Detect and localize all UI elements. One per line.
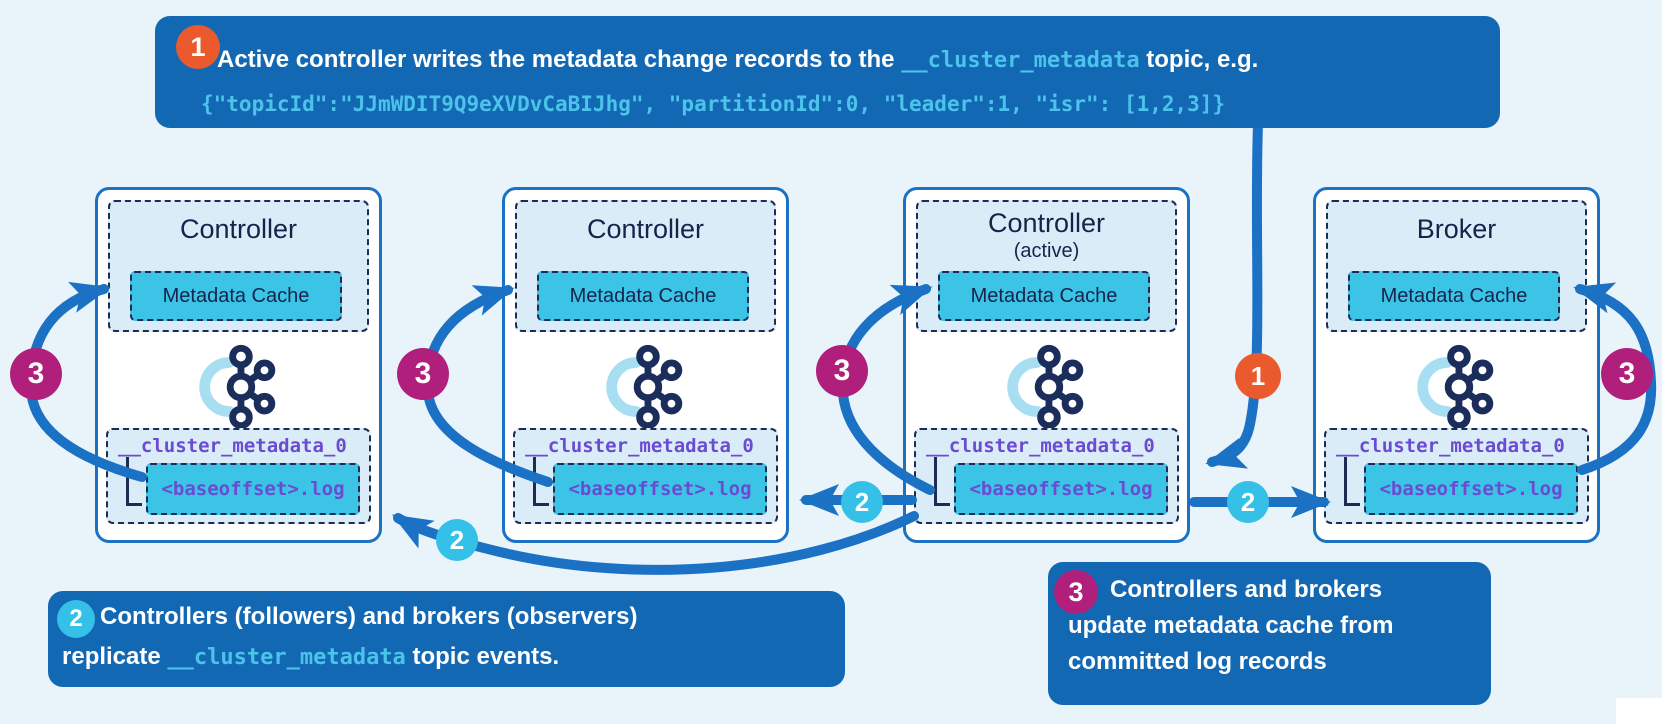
kafka-icon — [198, 344, 275, 430]
node-title: Controller — [179, 214, 298, 244]
topic-partition-label: __cluster_metadata_0 — [926, 435, 1155, 457]
flow-badge-3-controller1: 3 — [10, 348, 62, 400]
flow-badge-3-active: 3 — [816, 345, 868, 397]
flow-badge-1: 1 — [1235, 353, 1281, 399]
log-segment-box: __cluster_metadata_0 <baseoffset>.log — [513, 428, 778, 524]
step1-banner: 1 Active controller writes the metadata … — [155, 16, 1500, 128]
step2-line2-before: replicate — [62, 643, 168, 670]
log-segment-box: __cluster_metadata_0 <baseoffset>.log — [1324, 428, 1589, 524]
step2-callout: 2 Controllers (followers) and brokers (o… — [48, 591, 845, 687]
kafka-icon — [1416, 344, 1493, 430]
step3-badge: 3 — [1054, 570, 1098, 614]
step1-topic-code: __cluster_metadata — [901, 48, 1140, 73]
step2-line2: replicate __cluster_metadata topic event… — [62, 643, 559, 671]
broker-header: Broker Metadata Cache — [1326, 200, 1587, 332]
topic-partition-label: __cluster_metadata_0 — [1336, 435, 1565, 457]
topic-partition-label: __cluster_metadata_0 — [118, 435, 347, 457]
step3-callout: 3 Controllers and brokers update metadat… — [1048, 562, 1491, 705]
step1-record-json: {"topicId":"JJmWDIT9Q9eXVDvCaBIJhg", "pa… — [201, 92, 1226, 116]
log-file-box: <baseoffset>.log — [146, 463, 360, 515]
tree-connector — [934, 457, 950, 506]
step2-line2-after: topic events. — [405, 643, 560, 670]
flow-badge-3-broker: 3 — [1601, 348, 1653, 400]
node-controller-1: Controller Metadata Cache __cluster_meta… — [95, 187, 382, 543]
metadata-cache-box: Metadata Cache — [130, 271, 342, 321]
log-segment-box: __cluster_metadata_0 <baseoffset>.log — [106, 428, 371, 524]
kafka-icon — [1006, 344, 1083, 430]
flow-badge-2-mid: 2 — [841, 481, 883, 523]
corner-artifact — [1616, 698, 1662, 724]
tree-connector — [126, 457, 142, 506]
node-title: Controller — [987, 208, 1106, 238]
controller-1-header: Controller Metadata Cache — [108, 200, 369, 332]
flow-badge-3-controller2: 3 — [397, 348, 449, 400]
step1-text-before: Active controller writes the metadata ch… — [217, 46, 902, 73]
log-file-box: <baseoffset>.log — [1364, 463, 1578, 515]
log-segment-box: __cluster_metadata_0 <baseoffset>.log — [914, 428, 1179, 524]
step2-line1: Controllers (followers) and brokers (obs… — [100, 603, 638, 630]
node-broker: Broker Metadata Cache __cluster_metadata… — [1313, 187, 1600, 543]
flow-badge-2-long: 2 — [436, 519, 478, 561]
metadata-cache-box: Metadata Cache — [938, 271, 1150, 321]
controller-2-header: Controller Metadata Cache — [515, 200, 776, 332]
topic-partition-label: __cluster_metadata_0 — [525, 435, 754, 457]
kafka-icon — [605, 344, 682, 430]
tree-connector — [1344, 457, 1360, 506]
step1-text-after: topic, e.g. — [1139, 46, 1259, 73]
node-title: Broker — [1416, 214, 1497, 244]
step3-line1: Controllers and brokers — [1110, 576, 1383, 603]
arrow-write-metadata — [1205, 119, 1263, 469]
step1-text: Active controller writes the metadata ch… — [217, 46, 1258, 74]
node-subtitle: (active) — [1013, 240, 1080, 262]
tree-connector — [533, 457, 549, 506]
step2-topic-code: __cluster_metadata — [167, 645, 406, 670]
step3-line3: committed log records — [1068, 648, 1327, 675]
log-file-box: <baseoffset>.log — [553, 463, 767, 515]
step3-line2: update metadata cache from — [1068, 612, 1394, 639]
flow-badge-2-broker: 2 — [1227, 481, 1269, 523]
node-controller-active: Controller (active) Metadata Cache __clu… — [903, 187, 1190, 543]
log-file-box: <baseoffset>.log — [954, 463, 1168, 515]
node-controller-2: Controller Metadata Cache __cluster_meta… — [502, 187, 789, 543]
metadata-cache-box: Metadata Cache — [1348, 271, 1560, 321]
controller-active-header: Controller (active) Metadata Cache — [916, 200, 1177, 332]
node-title: Controller — [586, 214, 705, 244]
metadata-cache-box: Metadata Cache — [537, 271, 749, 321]
step2-badge: 2 — [57, 600, 95, 638]
step1-badge: 1 — [176, 25, 220, 69]
